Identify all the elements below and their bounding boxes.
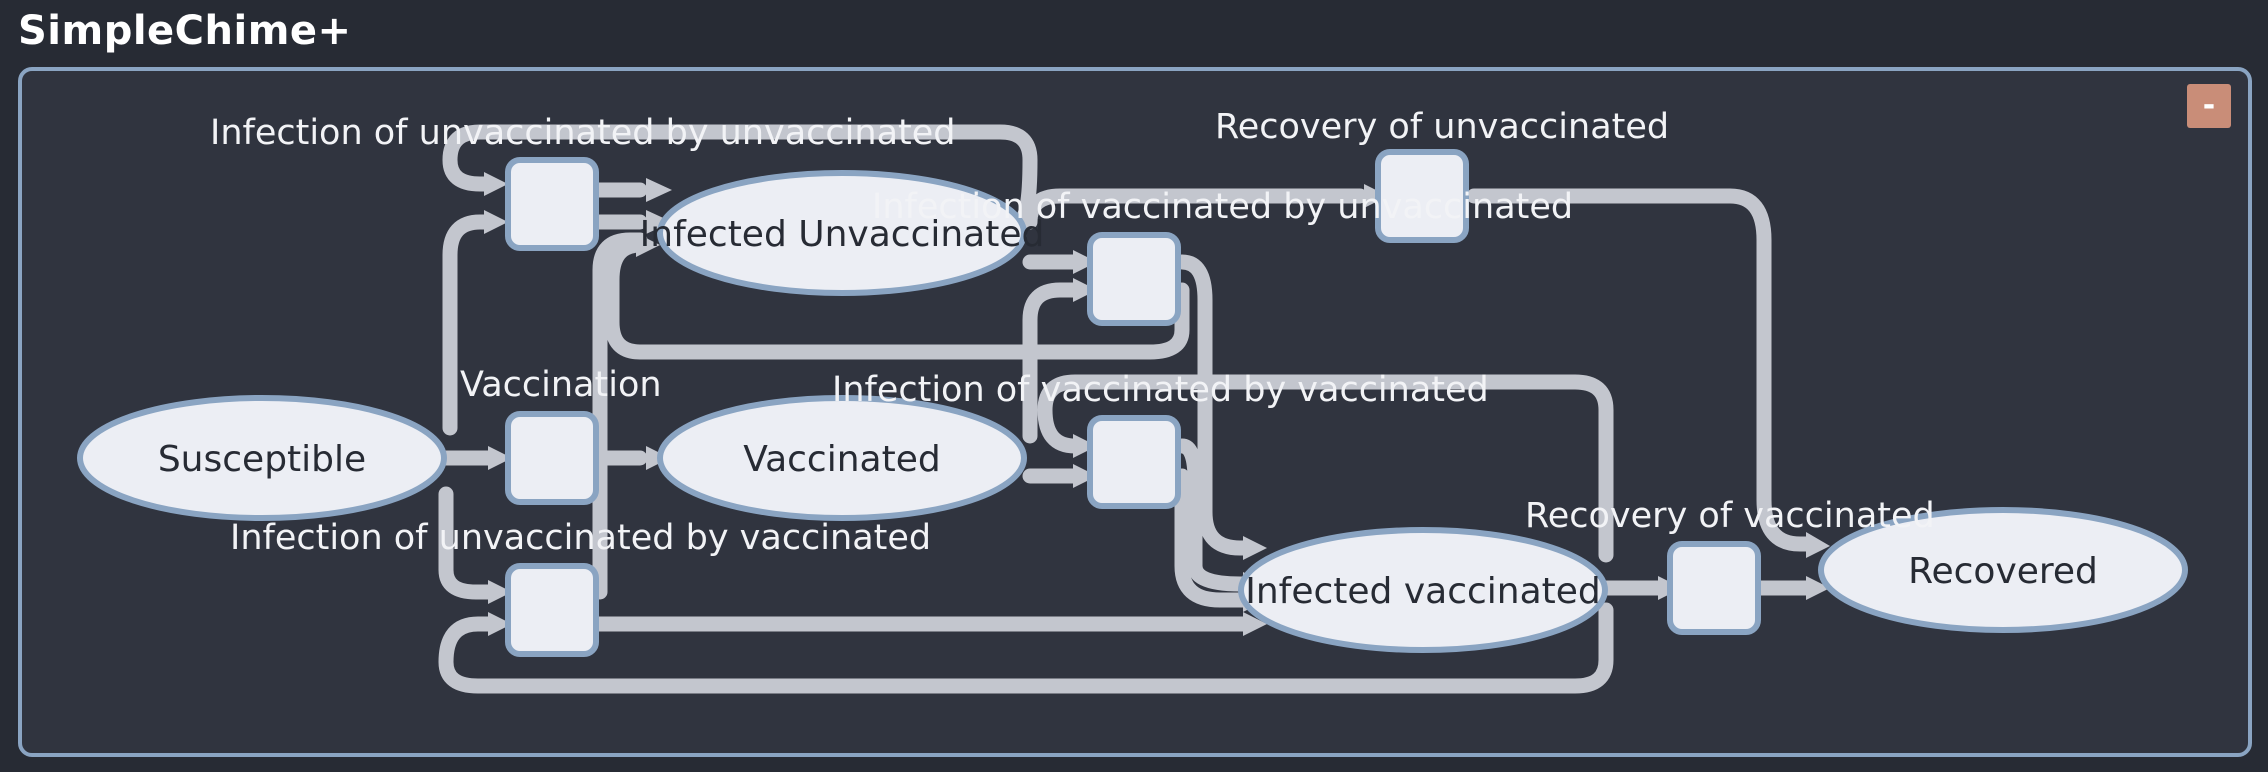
arc-infected-unvaccinated-to-recovery-u <box>1022 188 1368 230</box>
arrowhead <box>484 210 508 234</box>
transition-recovery-u-label: Recovery of unvaccinated <box>1215 107 1669 147</box>
arrowhead <box>488 446 512 470</box>
arrowhead <box>1243 536 1267 560</box>
arrowhead <box>1806 532 1830 558</box>
place-infected-vaccinated-shape <box>1238 527 1608 653</box>
transition-infection-uu[interactable] <box>505 157 599 251</box>
arrowhead <box>488 580 512 604</box>
arc-susceptible-to-infection-uv <box>438 486 498 600</box>
arc-infection-vu-to-infected-vaccinated <box>1174 254 1253 556</box>
place-susceptible-label: Susceptible <box>158 439 366 480</box>
transition-recovery-u[interactable] <box>1375 149 1469 243</box>
place-infected-vaccinated-label: Infected vaccinated <box>1245 571 1601 612</box>
transition-recovery-v-box <box>1667 541 1761 635</box>
transition-infection-vu-box <box>1087 232 1181 326</box>
transition-infection-vv[interactable] <box>1087 415 1181 509</box>
diagram-panel <box>18 67 2252 757</box>
arc-infection-vv-to-infected-vaccinated-a <box>1174 438 1253 592</box>
arcs-layer <box>438 124 1818 694</box>
place-vaccinated[interactable]: Vaccinated <box>657 395 1027 521</box>
arc-infected-unvaccinated-to-infection-uu <box>442 124 1038 230</box>
arc-vaccinated-to-infection-vu <box>1022 282 1083 444</box>
transition-recovery-u-box <box>1375 149 1469 243</box>
arrowhead <box>1806 576 1830 600</box>
arc-susceptible-to-infection-uu <box>442 214 496 436</box>
app-title: SimpleChime+ <box>18 8 352 54</box>
transition-infection-uv[interactable] <box>505 563 599 657</box>
arrowhead <box>1073 250 1097 274</box>
transition-infection-vv-box <box>1087 415 1181 509</box>
arrowhead <box>1243 612 1267 636</box>
arrowhead <box>1073 278 1097 302</box>
place-infected-unvaccinated-shape <box>657 170 1027 296</box>
transition-labels-layer: Infection of unvaccinated by unvaccinate… <box>210 107 1935 558</box>
transition-infection-uv-box <box>505 563 599 657</box>
place-vaccinated-label: Vaccinated <box>743 439 940 480</box>
arrowhead <box>484 172 508 196</box>
arc-infection-uv-to-infected-unvaccinated <box>592 232 648 600</box>
place-recovered-shape <box>1818 507 2188 633</box>
place-recovered-label: Recovered <box>1908 551 2098 592</box>
transition-infection-vu-label: Infection of vaccinated by unvaccinated <box>872 187 1573 227</box>
arc-infection-vu-to-infected-unvaccinated <box>604 237 1190 360</box>
arrowhead <box>636 233 660 257</box>
transition-infection-uu-label: Infection of unvaccinated by unvaccinate… <box>210 113 956 153</box>
arrowhead <box>1073 434 1097 458</box>
arc-infected-vaccinated-to-infection-uv <box>438 602 1614 694</box>
arc-infection-vv-to-infected-vaccinated-b <box>1174 468 1253 608</box>
place-susceptible[interactable]: Susceptible <box>77 395 447 521</box>
transition-vaccination-box <box>505 411 599 505</box>
arrowhead <box>1073 464 1097 488</box>
transition-vaccination[interactable] <box>505 411 599 505</box>
place-infected-unvaccinated-label: Infected Unvaccinated <box>640 214 1045 255</box>
transition-infection-vu[interactable] <box>1087 232 1181 326</box>
transition-infection-uu-box <box>505 157 599 251</box>
place-infected-unvaccinated[interactable]: Infected Unvaccinated <box>640 170 1045 296</box>
place-susceptible-shape <box>77 395 447 521</box>
transition-infection-uv-label: Infection of unvaccinated by vaccinated <box>230 518 931 558</box>
place-recovered[interactable]: Recovered <box>1818 507 2188 633</box>
transition-vaccination-label: Vaccination <box>460 365 662 405</box>
arrowhead <box>646 178 672 202</box>
place-vaccinated-shape <box>657 395 1027 521</box>
collapse-button[interactable]: - <box>2187 84 2231 128</box>
arc-recovery-u-to-recovered <box>1466 188 1818 552</box>
transition-infection-vv-label: Infection of vaccinated by vaccinated <box>832 370 1489 410</box>
arrowhead <box>488 612 512 636</box>
transition-recovery-v-label: Recovery of vaccinated <box>1525 496 1935 536</box>
place-infected-vaccinated[interactable]: Infected vaccinated <box>1238 527 1608 653</box>
arrowhead <box>646 210 672 234</box>
arc-infected-vaccinated-to-infection-vv <box>1037 374 1614 563</box>
transition-recovery-v[interactable] <box>1667 541 1761 635</box>
